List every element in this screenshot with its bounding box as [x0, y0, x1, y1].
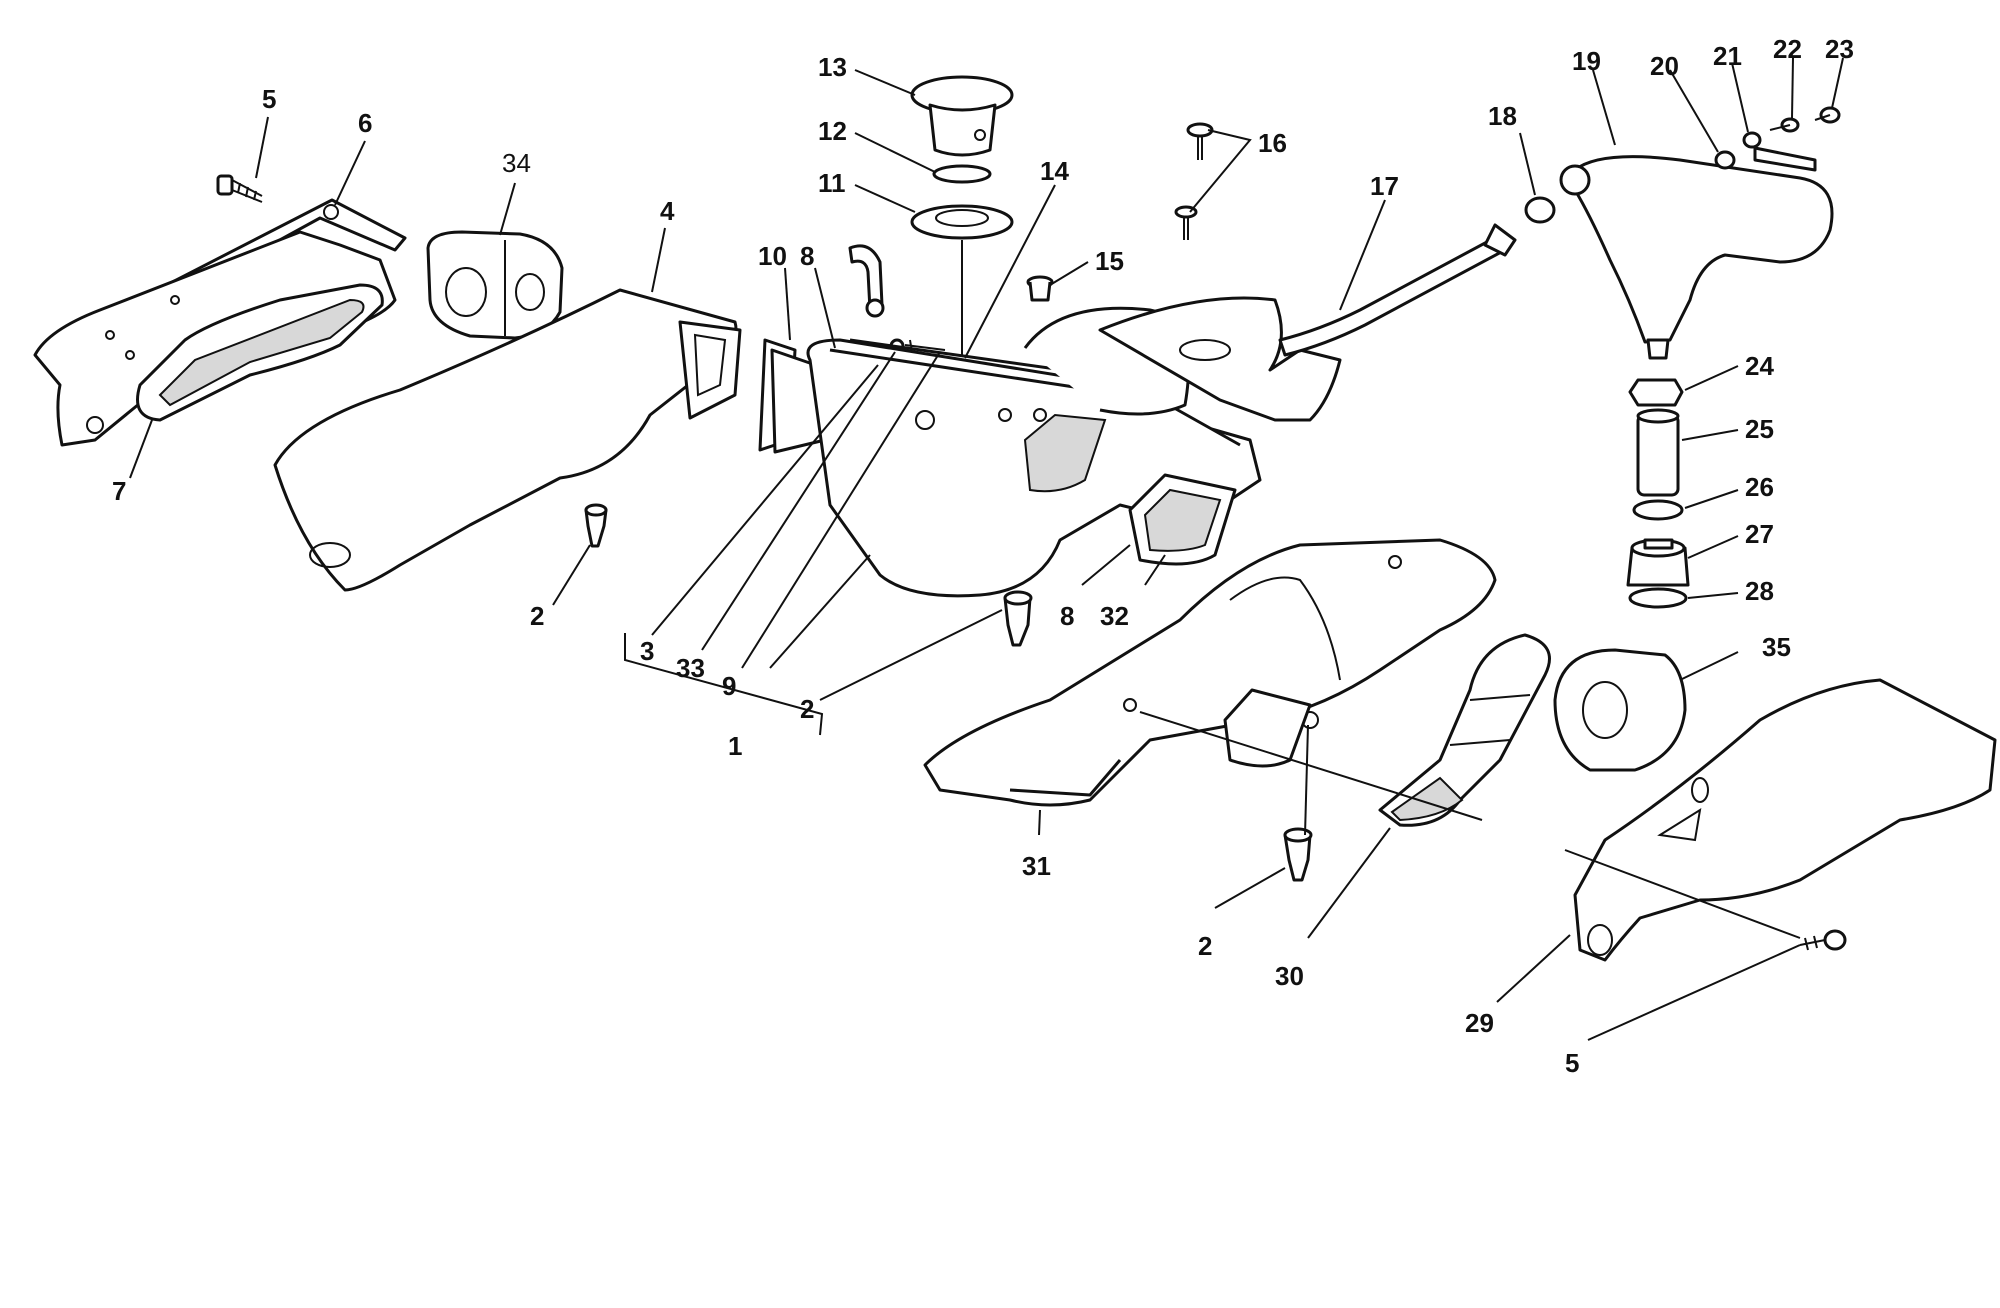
part-2-grommet-center: [1003, 590, 1033, 647]
part-27-fitting: [1626, 538, 1690, 587]
callout-30: 30: [1275, 961, 1304, 991]
callout-9: 9: [722, 671, 736, 701]
callout-35: 35: [1762, 632, 1791, 662]
part-34-bracket-left: [426, 230, 564, 340]
callout-11: 11: [818, 168, 846, 198]
callouts: 5 6 34 4 7 2 13 12 11 14 10 8 15 16 17 1…: [112, 34, 1854, 1078]
part-14-tank-frame: [1098, 296, 1342, 422]
callout-8-bottom: 8: [1060, 601, 1074, 631]
callout-10: 10: [758, 241, 787, 271]
part-33-clip: [848, 244, 885, 318]
callout-7: 7: [112, 476, 126, 506]
callout-8-top: 8: [800, 241, 814, 271]
callout-12: 12: [818, 116, 847, 146]
part-23-screw: [1814, 106, 1841, 124]
callout-16: 16: [1258, 128, 1287, 158]
part-21-washer: [1742, 131, 1817, 172]
callout-4: 4: [660, 196, 675, 226]
part-2-grommet-bottom: [1283, 827, 1313, 882]
part-29-right-panel: [1573, 678, 1997, 962]
callout-20: 20: [1650, 51, 1679, 81]
callout-14: 14: [1040, 156, 1069, 186]
callout-3: 3: [640, 636, 654, 666]
callout-6: 6: [358, 108, 372, 138]
callout-15: 15: [1095, 246, 1124, 276]
callout-18: 18: [1488, 101, 1517, 131]
callout-5-top: 5: [262, 84, 276, 114]
part-30-lower-gasket: [1378, 633, 1551, 827]
part-5-screw-left: [216, 174, 263, 203]
part-17-fuel-hose: [1278, 223, 1517, 357]
part-19-filler-neck: [1559, 155, 1834, 360]
callout-31: 31: [1022, 851, 1051, 881]
callout-2-center: 2: [800, 694, 814, 724]
part-35-bracket-right: [1553, 648, 1687, 772]
callout-28: 28: [1745, 576, 1774, 606]
callout-23: 23: [1825, 34, 1854, 64]
part-18-clamp: [1524, 196, 1556, 224]
part-32-gasket: [1223, 688, 1312, 768]
part-31-belly-pan: [923, 538, 1497, 807]
callout-34: 34: [502, 148, 531, 178]
part-12-o-ring: [932, 164, 992, 184]
part-16-screws: [1174, 122, 1214, 240]
leader-lines: [129, 57, 1844, 1041]
part-5-screw-right: [1799, 929, 1847, 951]
part-8-gasket: [1128, 473, 1237, 566]
callout-29: 29: [1465, 1008, 1494, 1038]
callout-21: 21: [1713, 41, 1742, 71]
callout-2-bottom: 2: [1198, 931, 1212, 961]
part-28-seal: [1628, 587, 1688, 609]
callout-27: 27: [1745, 519, 1774, 549]
part-13-fuel-cap: [910, 75, 1014, 157]
part-4-left-duct: [273, 288, 742, 592]
part-2-grommet-left: [584, 503, 608, 548]
callout-24: 24: [1745, 351, 1774, 381]
part-20-nut: [1714, 150, 1736, 170]
part-15-plug: [1026, 275, 1054, 302]
callout-2-left: 2: [530, 601, 544, 631]
part-22-screw: [1769, 117, 1800, 133]
callout-26: 26: [1745, 472, 1774, 502]
callout-22: 22: [1773, 34, 1802, 64]
part-7-side-panel: [33, 230, 397, 447]
callout-25: 25: [1745, 414, 1774, 444]
callout-17: 17: [1370, 171, 1399, 201]
callout-13: 13: [818, 52, 847, 82]
callout-5-bottom: 5: [1565, 1048, 1579, 1078]
callout-1: 1: [728, 731, 742, 761]
callout-32: 32: [1100, 601, 1129, 631]
part-24-hex-nut: [1628, 378, 1684, 407]
callout-33: 33: [676, 653, 705, 683]
part-26-spring-clamp: [1632, 499, 1684, 521]
part-25-tube: [1636, 408, 1680, 497]
callout-19: 19: [1572, 46, 1601, 76]
part-11-cap-flange: [910, 204, 1014, 240]
